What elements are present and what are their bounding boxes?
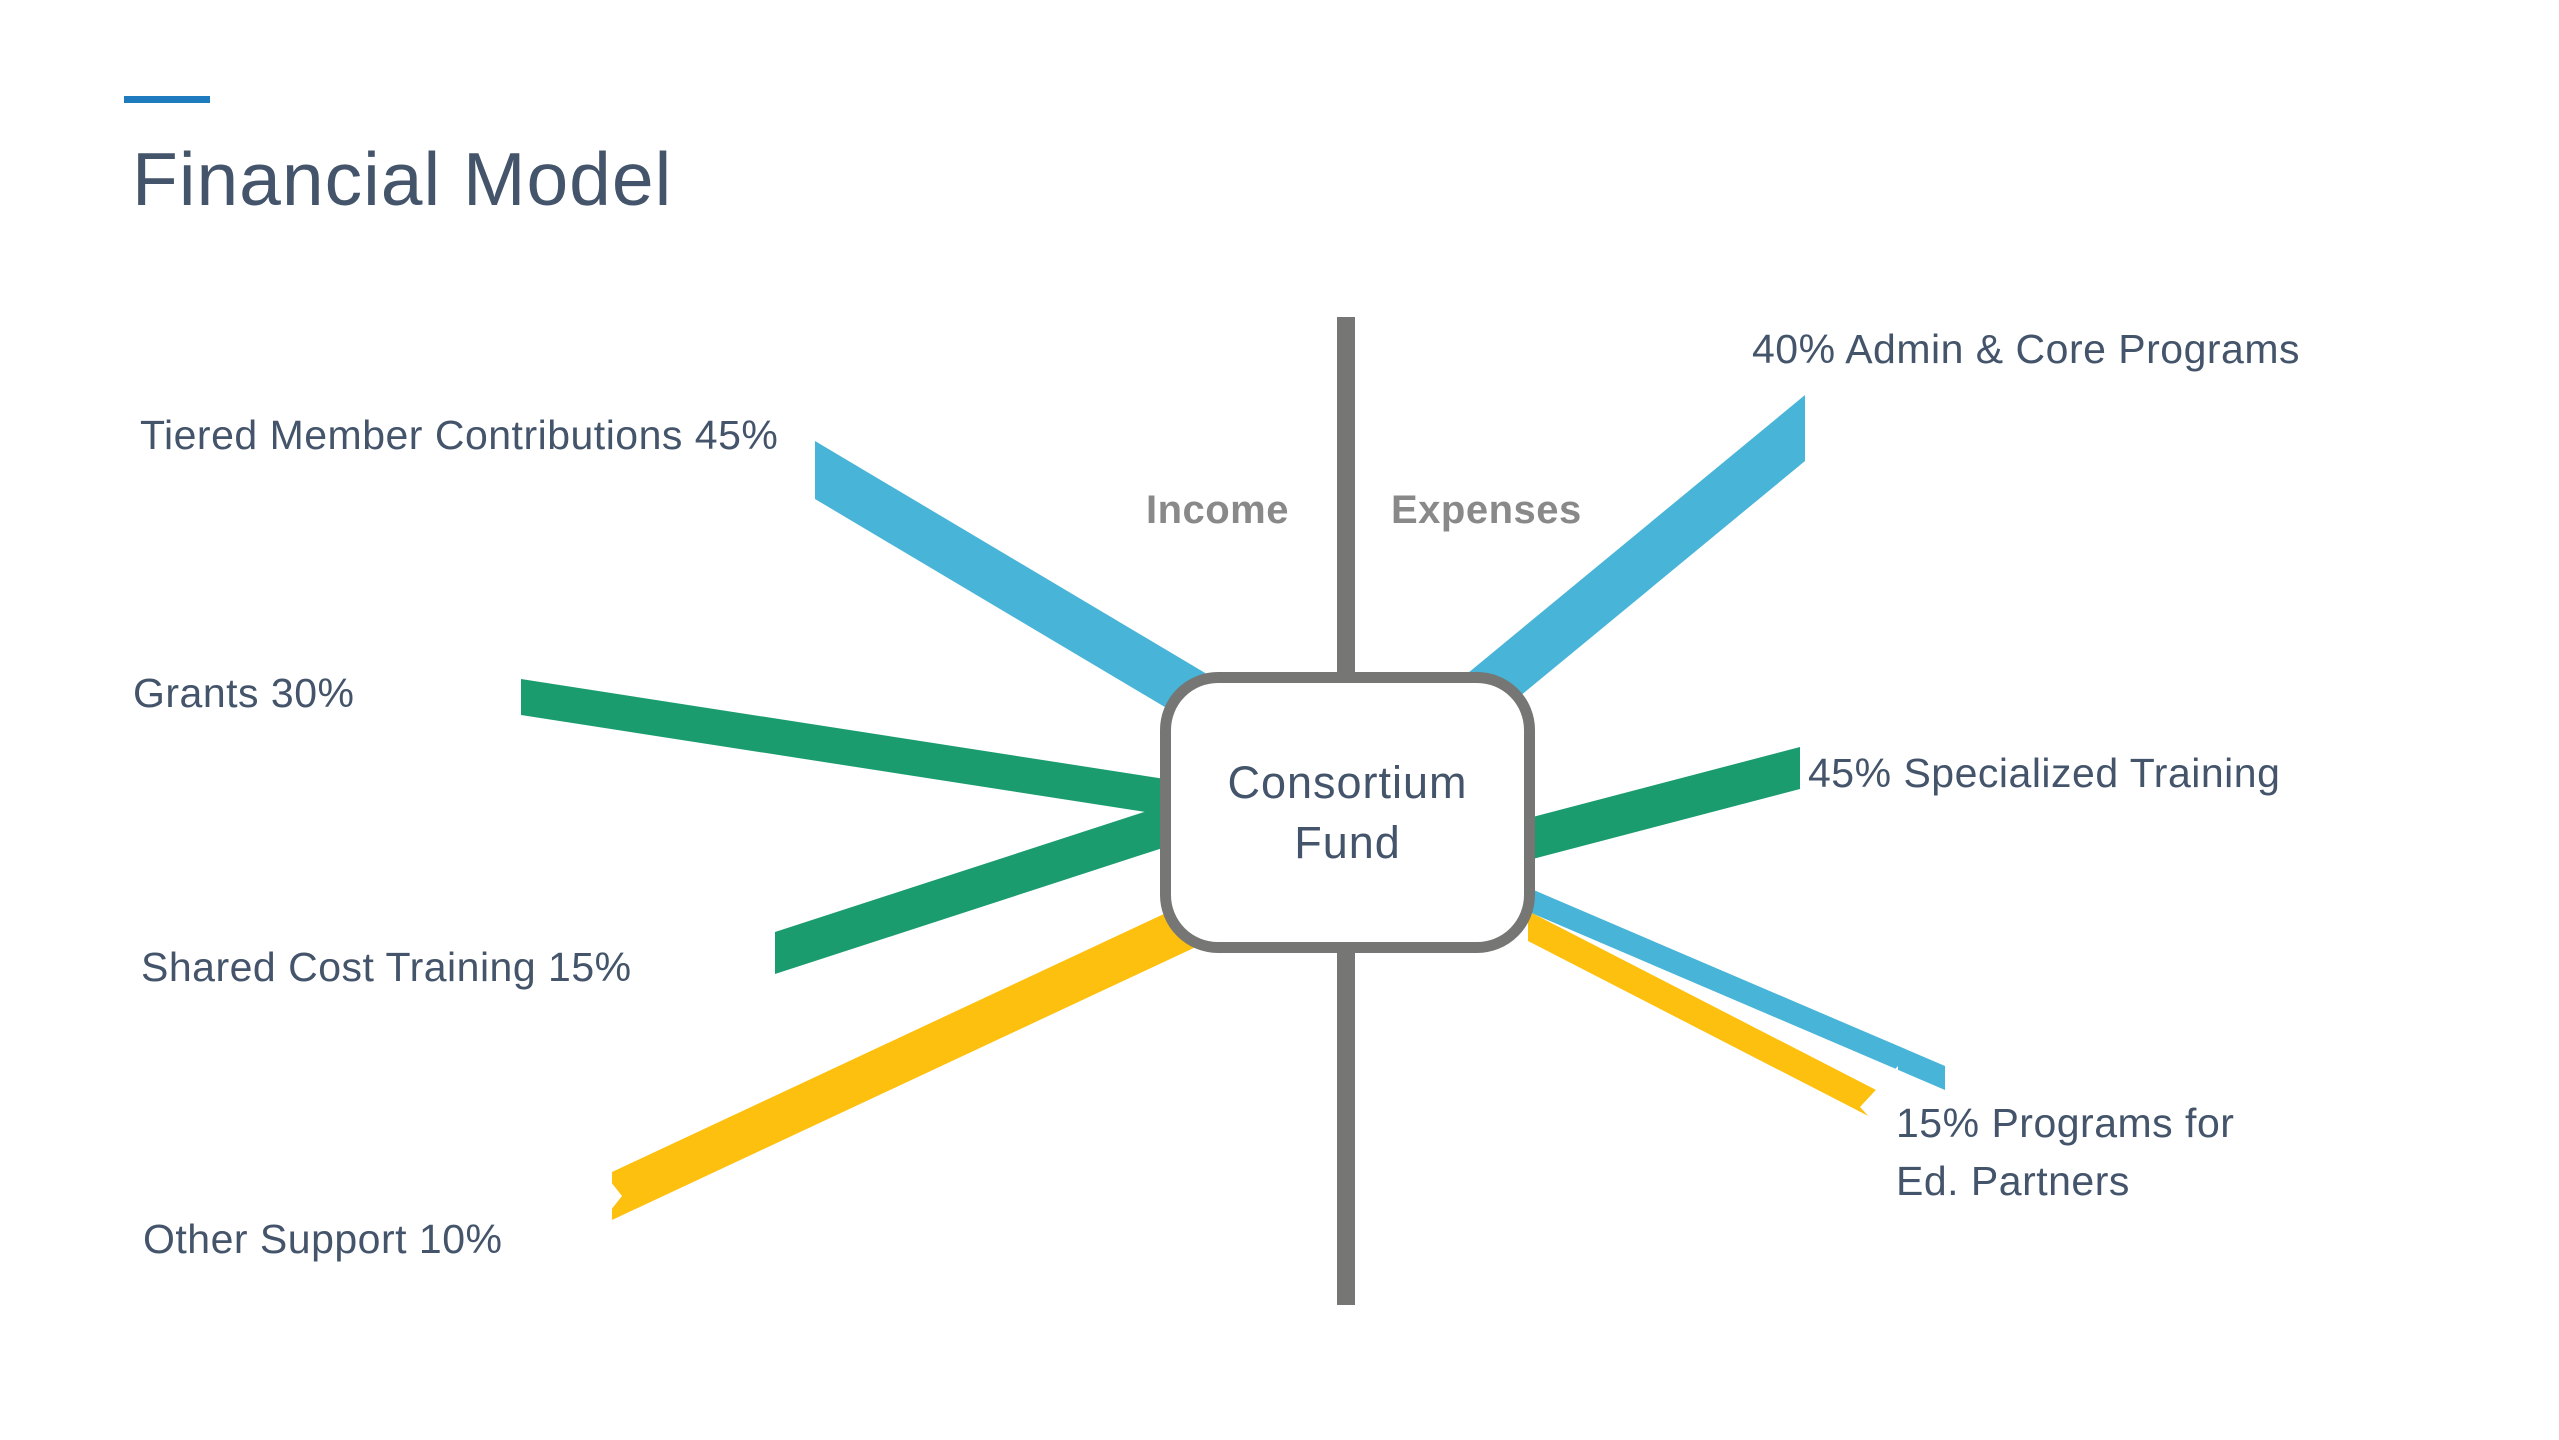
label-expense-programs-line1: 15% Programs for bbox=[1896, 1100, 2235, 1146]
ribbon-expense-specialized-training bbox=[1525, 747, 1800, 861]
ribbon-expense-admin-core-programs bbox=[1468, 395, 1805, 739]
label-expense-programs-ed-partners: 15% Programs for Ed. Partners bbox=[1896, 1094, 2234, 1210]
label-expense-programs-line2: Ed. Partners bbox=[1896, 1158, 2130, 1205]
label-income-grants: Grants 30% bbox=[133, 670, 355, 716]
label-income-other-support: Other Support 10% bbox=[143, 1216, 503, 1262]
label-income-shared-cost-training: Shared Cost Training 15% bbox=[141, 944, 632, 990]
ribbon-expense-programs-ed-partners-yellow bbox=[1528, 911, 1880, 1122]
consortium-fund-label: Consortium Fund bbox=[1227, 753, 1467, 872]
label-income-tiered-member-contributions: Tiered Member Contributions 45% bbox=[140, 412, 779, 458]
ribbon-income-shared-cost-training bbox=[775, 801, 1178, 974]
expenses-column-header: Expenses bbox=[1391, 488, 1582, 532]
income-column-header: Income bbox=[1145, 488, 1289, 532]
consortium-fund-label-line1: Consortium bbox=[1227, 757, 1468, 809]
ribbon-expense-programs-ed-partners-blue bbox=[1522, 885, 1945, 1090]
notch-income-other-support bbox=[584, 1148, 622, 1244]
ribbon-income-other-support bbox=[612, 876, 1245, 1220]
consortium-fund-node: Consortium Fund bbox=[1160, 672, 1535, 953]
page-title: Financial Model bbox=[132, 137, 673, 221]
ribbon-income-tiered-member-contributions bbox=[815, 441, 1222, 741]
title-accent-dash bbox=[124, 96, 210, 103]
ribbon-income-grants bbox=[521, 679, 1178, 817]
label-expense-specialized-training: 45% Specialized Training bbox=[1808, 750, 2281, 796]
label-expense-admin-core-programs: 40% Admin & Core Programs bbox=[1752, 326, 2301, 372]
consortium-fund-label-line2: Fund bbox=[1294, 816, 1401, 868]
notch-expense-programs bbox=[1860, 1066, 1898, 1148]
